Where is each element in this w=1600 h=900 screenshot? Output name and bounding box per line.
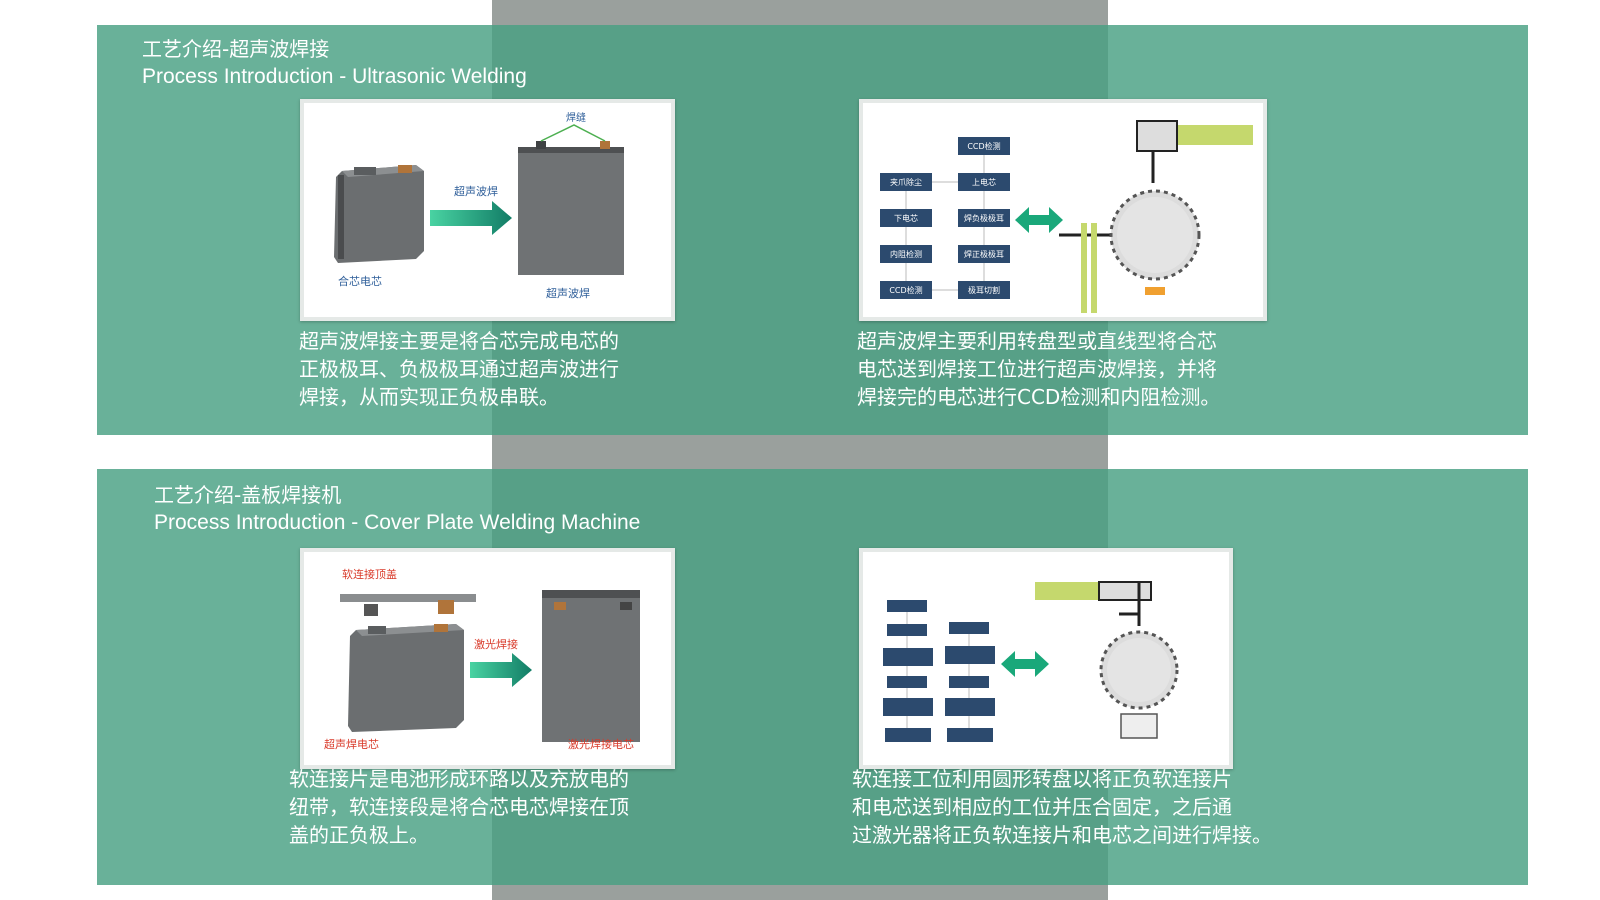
- flow-step: 下电芯: [894, 213, 918, 223]
- section-title-en: Process Introduction - Ultrasonic Weldin…: [142, 65, 527, 88]
- process-flow-chart: [883, 600, 995, 742]
- bidirectional-arrow-icon: [1015, 207, 1063, 233]
- input-cell-image: [334, 165, 424, 263]
- ultrasonic-turntable-figure: CCD检测 夹爪除尘 上电芯 下电芯 焊负极极耳 内阻检测 焊正极极耳 CCD检…: [859, 99, 1267, 321]
- cover-plate-welding-section: 工艺介绍-盖板焊接机 Process Introduction - Cover …: [97, 469, 1528, 885]
- ultrasonic-cell-figure: 合芯电芯 超声波焊 焊缝 超声波焊: [300, 99, 675, 321]
- output-cell-label: 超声波焊: [546, 286, 590, 300]
- cover-description-right: 软连接工位利用圆形转盘以将正负软连接片 和电芯送到相应的工位并压合固定，之后通 …: [852, 767, 1272, 847]
- flow-connectors: [905, 155, 985, 291]
- section-title-cn: 工艺介绍-超声波焊接: [142, 37, 330, 61]
- input-cell-label: 超声焊电芯: [324, 737, 379, 751]
- output-cell-label: 激光焊接电芯: [568, 737, 634, 751]
- weld-seam-label: 焊缝: [566, 111, 586, 124]
- process-arrow-icon: [470, 653, 532, 687]
- welded-cell-image: [542, 590, 640, 742]
- input-cell-label: 合芯电芯: [338, 274, 382, 288]
- turntable-diagram: [1059, 120, 1253, 313]
- turntable-diagram: [1035, 581, 1179, 739]
- bidirectional-arrow-icon: [1001, 651, 1049, 677]
- flow-step: 焊正极极耳: [964, 249, 1004, 259]
- flow-step: 极耳切割: [968, 285, 1000, 295]
- section-title-cn: 工艺介绍-盖板焊接机: [154, 483, 342, 507]
- flow-step: 内阻检测: [890, 249, 922, 259]
- welded-cell-image: [518, 124, 624, 275]
- ultrasonic-welding-section: 工艺介绍-超声波焊接 Process Introduction - Ultras…: [97, 25, 1528, 435]
- soft-connect-cover-image: [340, 594, 476, 616]
- top-cover-label: 软连接顶盖: [342, 567, 397, 581]
- flow-step: CCD检测: [967, 141, 1000, 151]
- flow-step: 焊负极极耳: [964, 213, 1004, 223]
- arrow-label: 超声波焊: [454, 184, 498, 198]
- cover-turntable-figure: [859, 548, 1233, 769]
- laser-welding-figure: 软连接顶盖 超声焊电芯 激光焊接: [300, 548, 675, 769]
- process-arrow-icon: [430, 201, 512, 235]
- flow-step: CCD检测: [889, 285, 922, 295]
- cover-description-left: 软连接片是电池形成环路以及充放电的 纽带，软连接段是将合芯电芯焊接在顶 盖的正负…: [289, 767, 629, 847]
- section-title-en: Process Introduction - Cover Plate Weldi…: [154, 511, 641, 534]
- ultrasonic-description-left: 超声波焊接主要是将合芯完成电芯的 正极极耳、负极极耳通过超声波进行 焊接，从而实…: [299, 329, 619, 409]
- arrow-label: 激光焊接: [474, 637, 518, 651]
- flow-step: 上电芯: [972, 177, 996, 187]
- ultrasonic-description-right: 超声波焊主要利用转盘型或直线型将合芯 电芯送到焊接工位进行超声波焊接，并将 焊接…: [857, 329, 1221, 409]
- flow-connectors: [906, 612, 970, 728]
- input-cell-image: [348, 624, 464, 732]
- flow-step: 夹爪除尘: [890, 177, 922, 187]
- process-flow-chart: CCD检测 夹爪除尘 上电芯 下电芯 焊负极极耳 内阻检测 焊正极极耳 CCD检…: [880, 137, 1010, 299]
